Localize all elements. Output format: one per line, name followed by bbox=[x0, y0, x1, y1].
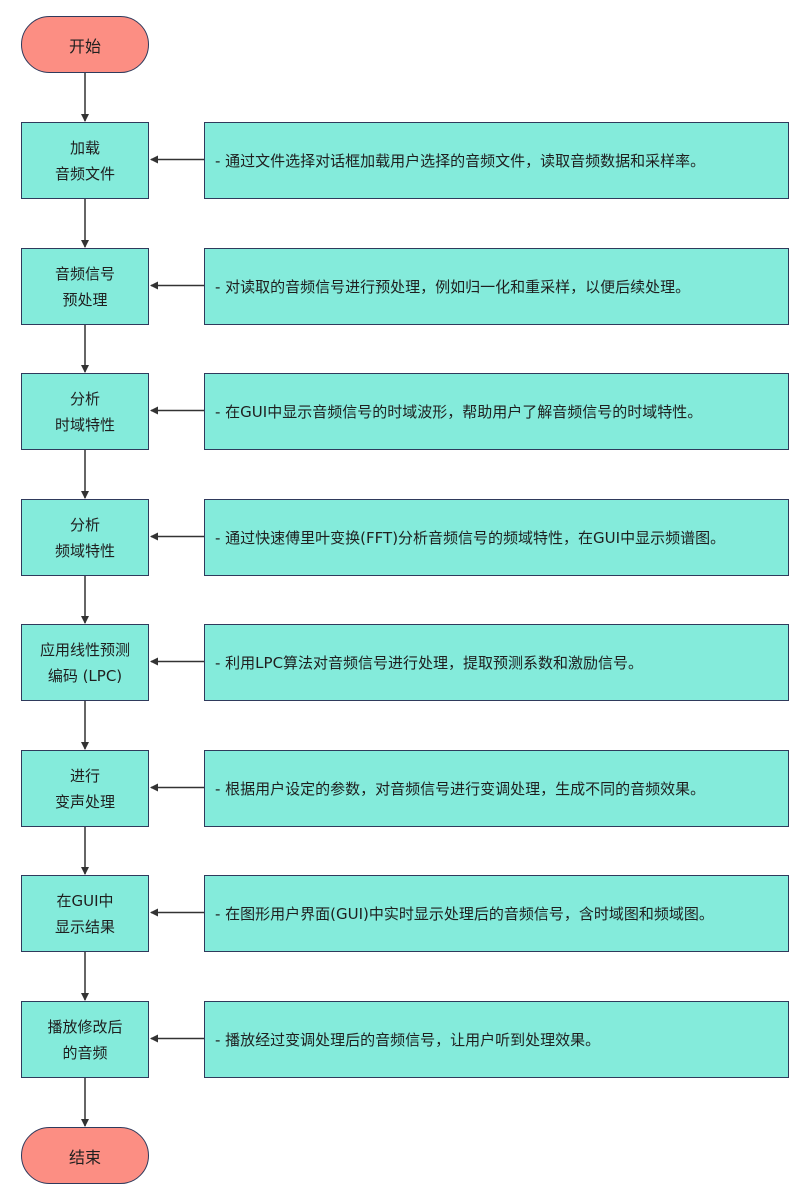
process-step: 进行变声处理 bbox=[21, 750, 149, 827]
step-description: - 在GUI中显示音频信号的时域波形，帮助用户了解音频信号的时域特性。 bbox=[204, 373, 789, 450]
step-description: - 对读取的音频信号进行预处理，例如归一化和重采样，以便后续处理。 bbox=[204, 248, 789, 325]
end-label: 结束 bbox=[68, 1147, 101, 1167]
step-label-line: 进行 bbox=[69, 766, 100, 785]
step-description-text: - 对读取的音频信号进行预处理，例如归一化和重采样，以便后续处理。 bbox=[215, 278, 691, 296]
step-description-text: - 通过文件选择对话框加载用户选择的音频文件，读取音频数据和采样率。 bbox=[215, 152, 706, 170]
step-description: - 播放经过变调处理后的音频信号，让用户听到处理效果。 bbox=[204, 1001, 789, 1078]
step-label-line: 加载 bbox=[69, 138, 100, 157]
step-label-line: 播放修改后 bbox=[47, 1017, 123, 1036]
process-step: 播放修改后的音频 bbox=[21, 1001, 149, 1078]
step-label-line: 分析 bbox=[69, 515, 100, 534]
process-step: 应用线性预测编码 (LPC) bbox=[21, 624, 149, 701]
step-description-text: - 播放经过变调处理后的音频信号，让用户听到处理效果。 bbox=[215, 1031, 601, 1049]
step-label-line: 分析 bbox=[69, 389, 100, 408]
step-label-line: 音频文件 bbox=[54, 164, 115, 183]
process-step: 音频信号预处理 bbox=[21, 248, 149, 325]
step-description: - 通过快速傅里叶变换(FFT)分析音频信号的频域特性，在GUI中显示频谱图。 bbox=[204, 499, 789, 576]
process-step: 在GUI中显示结果 bbox=[21, 875, 149, 952]
step-description: - 利用LPC算法对音频信号进行处理，提取预测系数和激励信号。 bbox=[204, 624, 789, 701]
process-step: 加载音频文件 bbox=[21, 122, 149, 199]
step-label-line: 应用线性预测 bbox=[39, 640, 130, 659]
step-label-line: 显示结果 bbox=[54, 917, 115, 936]
process-step: 分析时域特性 bbox=[21, 373, 149, 450]
step-label-line: 频域特性 bbox=[54, 541, 115, 560]
start-label: 开始 bbox=[68, 36, 101, 56]
step-description: - 通过文件选择对话框加载用户选择的音频文件，读取音频数据和采样率。 bbox=[204, 122, 789, 199]
step-label-line: 预处理 bbox=[62, 290, 108, 309]
step-description-text: - 在图形用户界面(GUI)中实时显示处理后的音频信号，含时域图和频域图。 bbox=[215, 905, 714, 923]
step-description-text: - 利用LPC算法对音频信号进行处理，提取预测系数和激励信号。 bbox=[215, 654, 644, 672]
end-terminator: 结束 bbox=[21, 1127, 149, 1184]
step-label-line: 的音频 bbox=[62, 1043, 108, 1062]
step-label-line: 在GUI中 bbox=[56, 891, 114, 910]
step-label-line: 变声处理 bbox=[54, 792, 115, 811]
step-description-text: - 在GUI中显示音频信号的时域波形，帮助用户了解音频信号的时域特性。 bbox=[215, 403, 703, 421]
process-step: 分析频域特性 bbox=[21, 499, 149, 576]
step-description-text: - 根据用户设定的参数，对音频信号进行变调处理，生成不同的音频效果。 bbox=[215, 780, 706, 798]
step-description-text: - 通过快速傅里叶变换(FFT)分析音频信号的频域特性，在GUI中显示频谱图。 bbox=[215, 529, 726, 547]
step-label-line: 音频信号 bbox=[54, 264, 115, 283]
start-terminator: 开始 bbox=[21, 16, 149, 73]
step-description: - 根据用户设定的参数，对音频信号进行变调处理，生成不同的音频效果。 bbox=[204, 750, 789, 827]
step-label-line: 时域特性 bbox=[54, 415, 115, 434]
step-description: - 在图形用户界面(GUI)中实时显示处理后的音频信号，含时域图和频域图。 bbox=[204, 875, 789, 952]
step-label-line: 编码 (LPC) bbox=[47, 666, 123, 685]
